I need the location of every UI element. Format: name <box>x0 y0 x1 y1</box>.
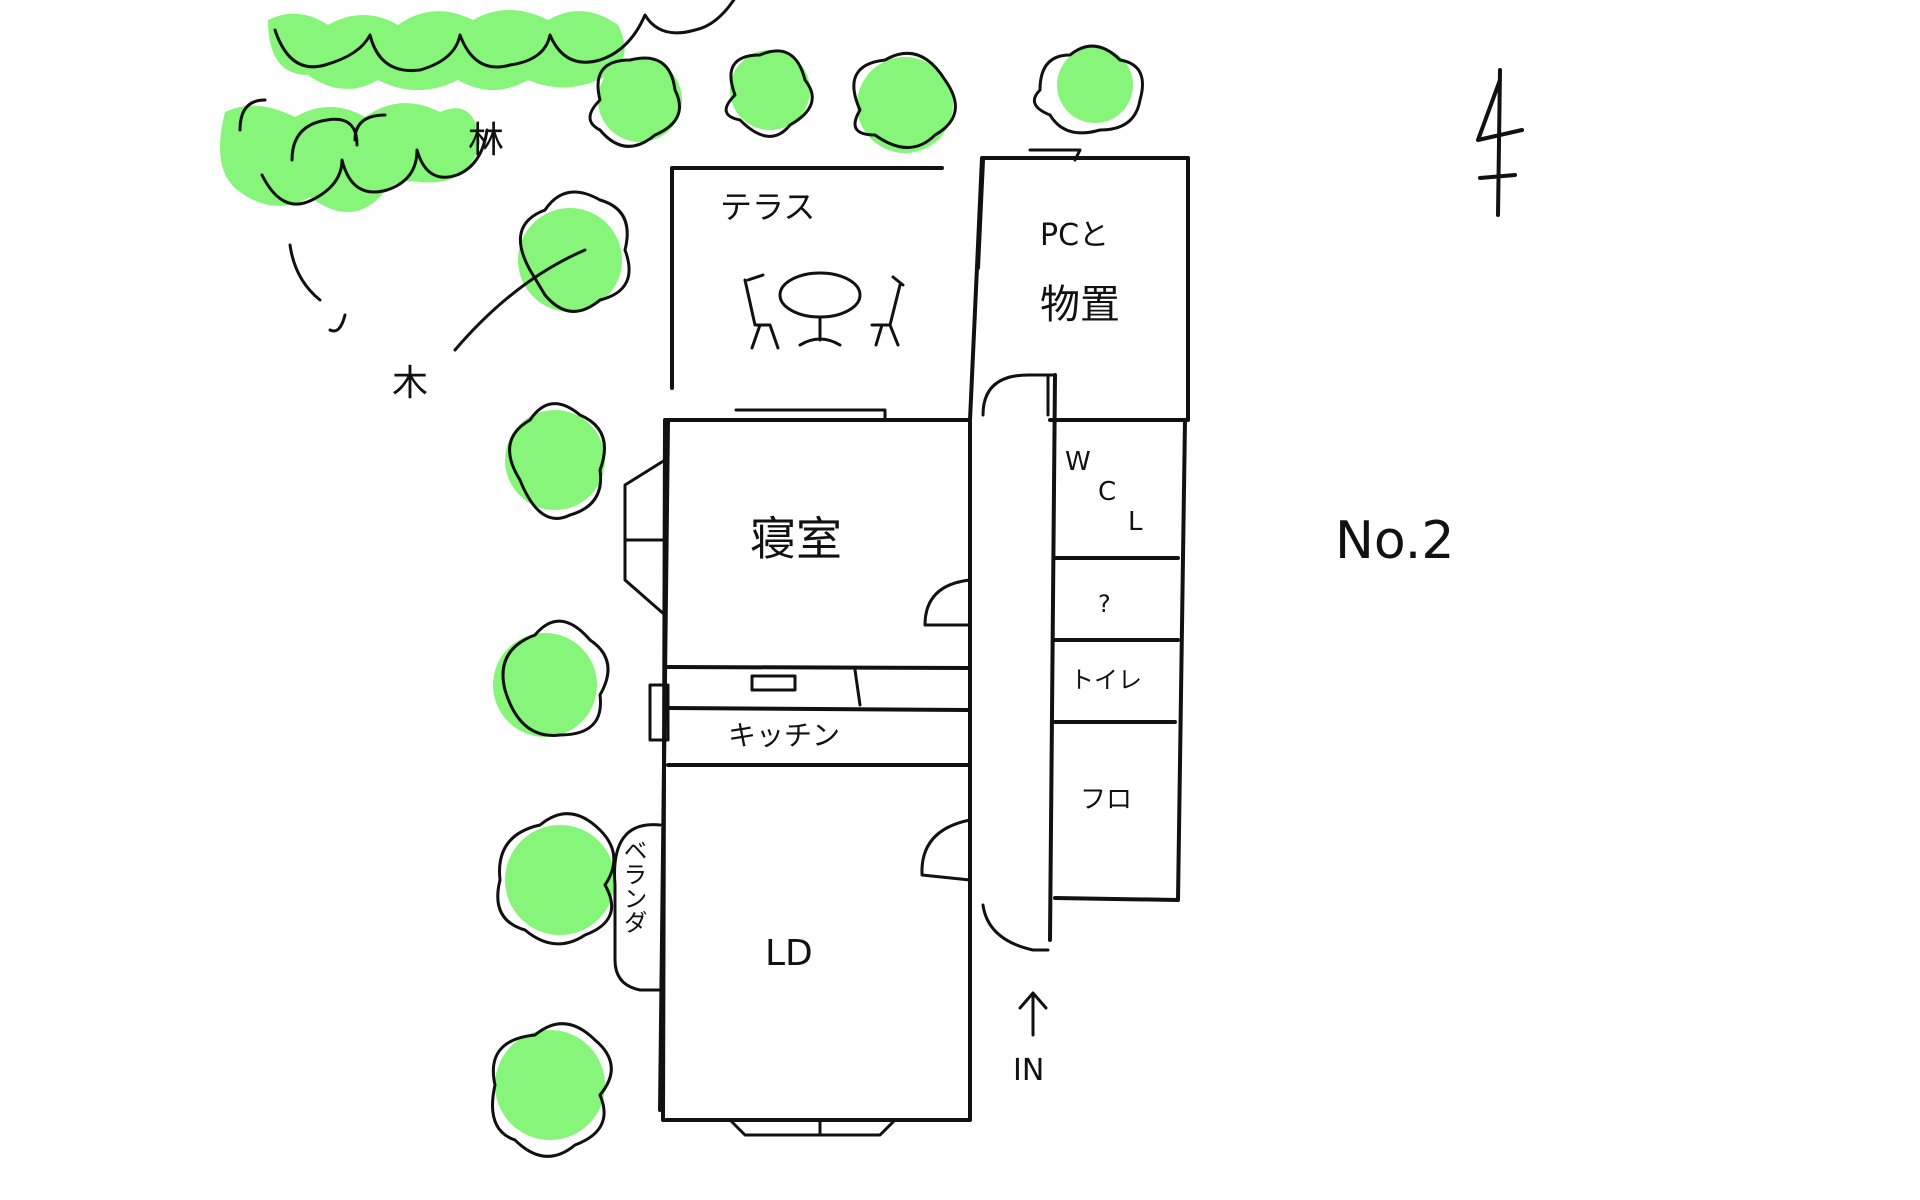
terrace-area <box>670 166 944 390</box>
entrance-label: IN <box>1013 1053 1044 1088</box>
bedroom-label: 寝室 <box>750 512 842 566</box>
main-house-walls <box>613 408 972 1137</box>
unknown-room-label: ? <box>1098 590 1111 618</box>
tree-row-top <box>588 44 1144 153</box>
woods-hedge <box>220 0 736 212</box>
wcl-label-c: C <box>1098 477 1116 507</box>
table-chairs-icon <box>743 271 905 350</box>
entrance-arrow-icon <box>1018 991 1048 1037</box>
ld-label: LD <box>765 933 813 974</box>
drawing-title: No.2 <box>1335 511 1454 571</box>
north-arrow-icon <box>1476 68 1524 217</box>
tree-row-left <box>491 190 631 1158</box>
terrace-label: テラス <box>720 188 815 226</box>
pc-storage-label-2: 物置 <box>1040 282 1120 328</box>
bath-label: フロ <box>1080 785 1132 815</box>
kitchen-label: キッチン <box>728 719 840 752</box>
veranda-label: ベランダ <box>619 838 647 934</box>
wcl-label-w: W <box>1065 447 1091 477</box>
woods-label: 林 <box>468 120 504 161</box>
pc-storage-label: PCと <box>1040 218 1109 253</box>
right-column-walls <box>968 148 1190 952</box>
wcl-label-l: L <box>1128 507 1143 537</box>
sketch-strokes <box>288 243 587 352</box>
tree-label: 木 <box>392 363 428 404</box>
toilet-label: トイレ <box>1070 666 1142 694</box>
